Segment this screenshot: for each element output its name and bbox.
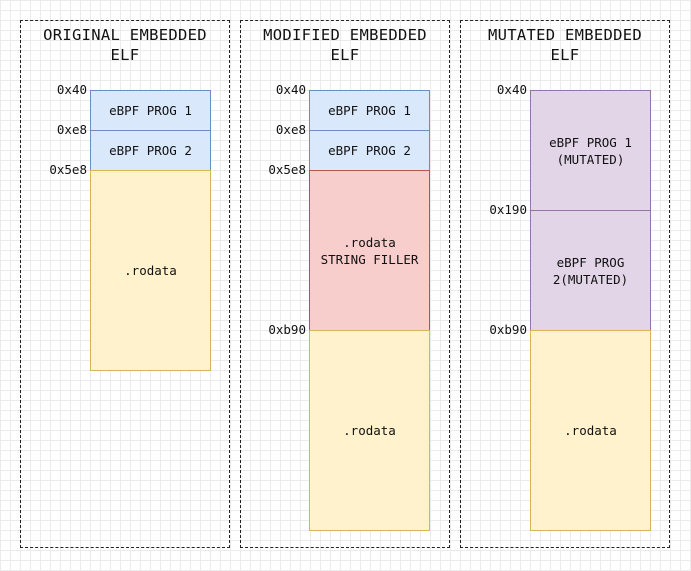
segment-ebpf-prog-2: eBPF PROG 2 (309, 130, 430, 171)
address-label: 0x5e8 (268, 162, 306, 177)
segment-rodata: .rodata (90, 170, 211, 371)
panel-title-modified: MODIFIED EMBEDDED ELF (263, 26, 427, 64)
segment-label: eBPF PROG 2(MUTATED) (552, 254, 629, 287)
panel-title-mutated: MUTATED EMBEDDED ELF (487, 26, 643, 64)
segment-ebpf-prog-1: eBPF PROG 1 (309, 90, 430, 131)
segment-ebpf-prog-1: eBPF PROG 1 (90, 90, 211, 131)
segment-rodata-string-filler: .rodata STRING FILLER (309, 170, 430, 331)
panel-modified: MODIFIED EMBEDDED ELF (240, 20, 450, 548)
segment-label: .rodata (564, 423, 617, 438)
segment-label: eBPF PROG 2 (328, 143, 411, 158)
address-label: 0xe8 (275, 122, 306, 137)
segment-label: eBPF PROG 1 (MUTATED) (549, 134, 632, 167)
address-label: 0x40 (56, 82, 87, 97)
segment-ebpf-prog-2-mutated: eBPF PROG 2(MUTATED) (530, 210, 651, 331)
address-label: 0x190 (489, 202, 527, 217)
address-label: 0xe8 (56, 122, 87, 137)
segment-label: .rodata (124, 263, 177, 278)
segment-label: eBPF PROG 2 (109, 143, 192, 158)
address-label: 0x40 (496, 82, 527, 97)
address-label: 0xb90 (268, 322, 306, 337)
panel-original: ORIGINAL EMBEDDED ELF (20, 20, 230, 548)
segment-rodata: .rodata (309, 330, 430, 531)
panel-title-original: ORIGINAL EMBEDDED ELF (43, 26, 207, 64)
segment-label: eBPF PROG 1 (109, 103, 192, 118)
segment-label: .rodata STRING FILLER (320, 234, 419, 267)
segment-ebpf-prog-2: eBPF PROG 2 (90, 130, 211, 171)
segment-label: eBPF PROG 1 (328, 103, 411, 118)
address-label: 0xb90 (489, 322, 527, 337)
panel-mutated: MUTATED EMBEDDED ELF (460, 20, 670, 548)
address-label: 0x40 (275, 82, 306, 97)
segment-label: .rodata (343, 423, 396, 438)
address-label: 0x5e8 (49, 162, 87, 177)
segment-ebpf-prog-1-mutated: eBPF PROG 1 (MUTATED) (530, 90, 651, 211)
segment-rodata: .rodata (530, 330, 651, 531)
